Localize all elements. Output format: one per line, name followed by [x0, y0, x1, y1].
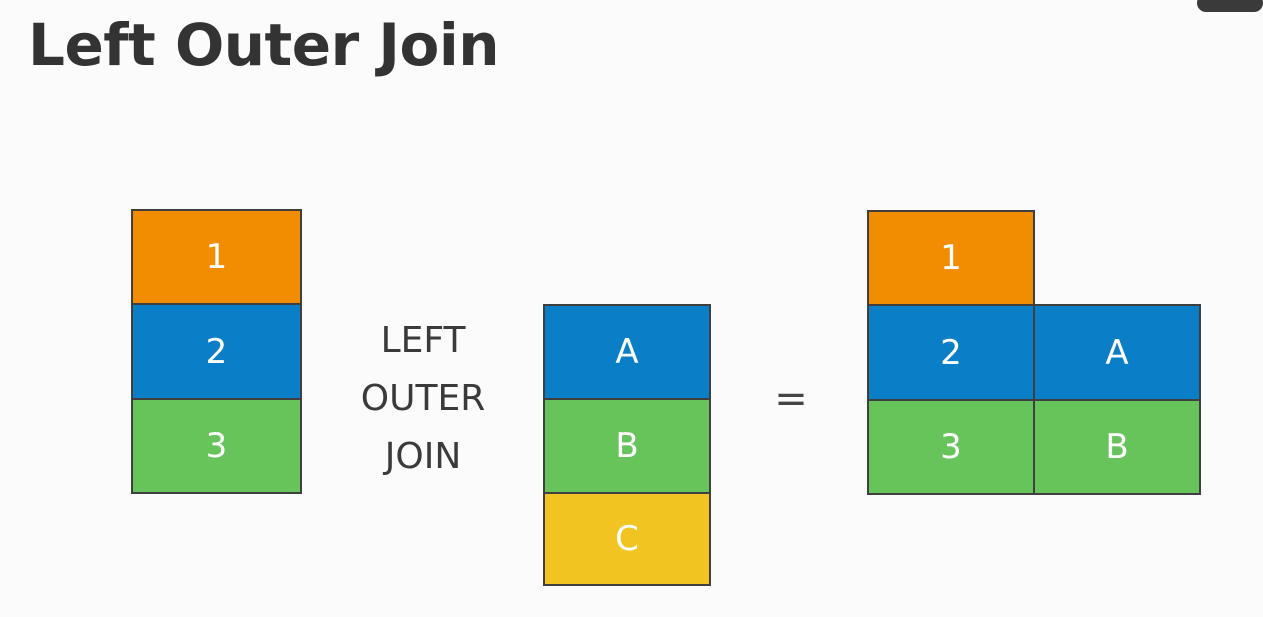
- result-cell-3: 3: [867, 399, 1035, 495]
- result-cell-2: 2: [867, 304, 1035, 401]
- left-table-cell-2: 2: [131, 303, 302, 400]
- left-table-cell-3: 3: [131, 398, 302, 494]
- result-cell-a: A: [1033, 304, 1201, 401]
- page-title: Left Outer Join: [28, 11, 500, 79]
- join-operator-label: LEFT OUTER JOIN: [330, 312, 516, 486]
- join-operator-line-1: LEFT: [380, 320, 466, 361]
- left-table-cell-1: 1: [131, 209, 302, 305]
- result-cell-1: 1: [867, 210, 1035, 306]
- join-operator-line-2: OUTER: [360, 378, 486, 419]
- right-table-cell-b: B: [543, 398, 711, 494]
- window-corner-tab: [1197, 0, 1263, 12]
- result-cell-b: B: [1033, 399, 1201, 495]
- equals-sign: =: [774, 376, 808, 422]
- right-table-cell-c: C: [543, 492, 711, 586]
- join-operator-line-3: JOIN: [384, 436, 462, 477]
- right-table-cell-a: A: [543, 304, 711, 400]
